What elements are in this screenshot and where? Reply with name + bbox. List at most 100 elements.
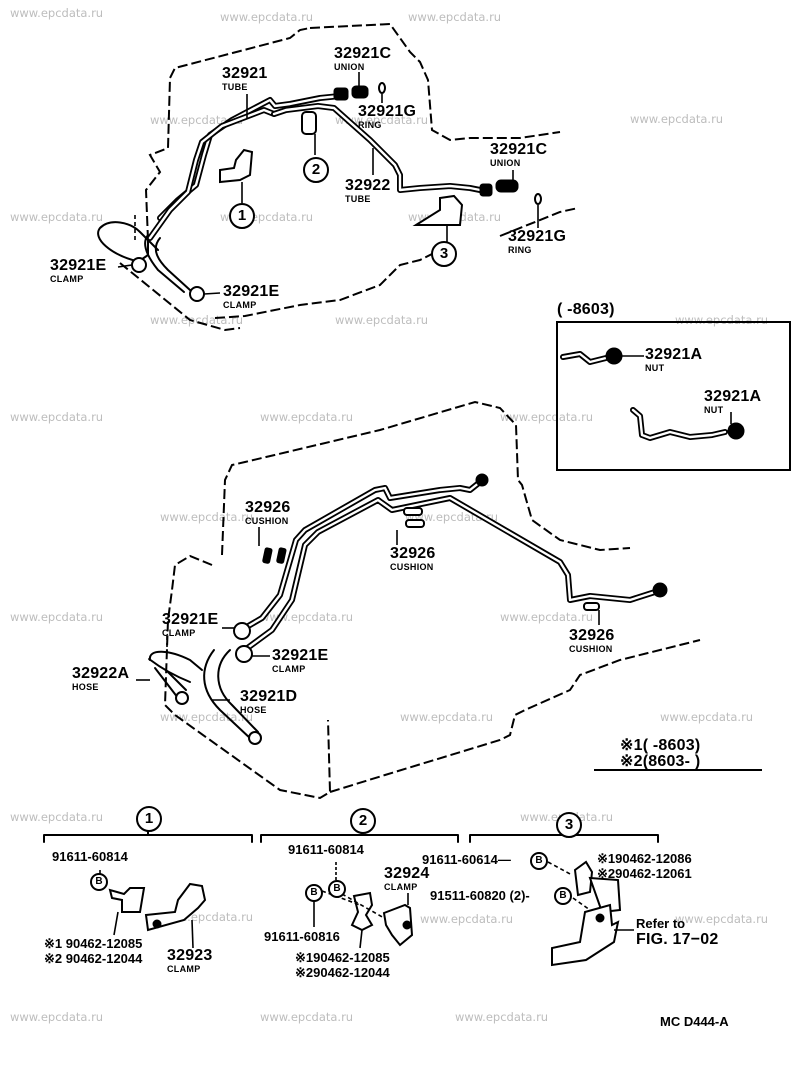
watermark: www.epcdata.ru xyxy=(10,6,104,20)
detail-2-parts xyxy=(313,862,414,949)
detail1-bolt-part: 91611-60814 xyxy=(52,849,128,864)
label-nut-32921a: 32921A NUT xyxy=(645,347,702,373)
label-clamp-32923: 32923 CLAMP xyxy=(167,948,213,974)
detail-callout-1: 1 xyxy=(136,806,162,832)
part-number: 32921G xyxy=(358,103,417,120)
leader-lines-middle xyxy=(136,527,600,701)
label-clamp-32924: 32924 CLAMP xyxy=(384,866,430,892)
label-cushion-32926: 32926 CUSHION xyxy=(569,628,615,654)
watermark: www.epcdata.ru xyxy=(335,113,429,127)
part-name: RING xyxy=(508,245,532,255)
part-number: 32921E xyxy=(50,257,107,274)
label-clamp-32921e: 32921E CLAMP xyxy=(223,284,279,310)
watermark: www.epcdata.ru xyxy=(160,510,254,524)
part-name: RING xyxy=(358,120,382,130)
detail2-note-2: ※290462-12044 xyxy=(295,965,390,980)
part-name: HOSE xyxy=(72,682,99,692)
watermark: www.epcdata.ru xyxy=(500,410,594,424)
inset-range-label: ( -8603) xyxy=(557,301,615,318)
part-number: 32923 xyxy=(167,947,213,964)
tube-32921 xyxy=(147,93,343,241)
detail-callout-3: 3 xyxy=(556,812,582,838)
part-name: CLAMP xyxy=(384,882,418,892)
part-number: 32921E xyxy=(162,611,219,628)
watermark: www.epcdata.ru xyxy=(220,10,314,24)
part-name: CLAMP xyxy=(162,628,196,638)
part-number: 32926 xyxy=(245,499,291,516)
part-name: NUT xyxy=(645,363,665,373)
bolt-icon: B xyxy=(328,880,346,898)
part-number: 32921A xyxy=(645,346,703,363)
part-number: 32921E xyxy=(272,647,329,664)
label-tube-32922: 32922 TUBE xyxy=(345,178,391,204)
part-number: 32921C xyxy=(334,45,392,62)
tubes-middle xyxy=(235,473,668,655)
part-number: 32922 xyxy=(345,177,391,194)
part-name: UNION xyxy=(490,158,521,168)
detail-1-parts xyxy=(99,870,207,949)
part-number: 32924 xyxy=(384,865,430,882)
part-number: 32921E xyxy=(223,283,280,300)
part-name: NUT xyxy=(704,405,724,415)
callout-2[interactable]: 2 xyxy=(303,157,329,183)
legend-row-2: ※2(8603- ) xyxy=(620,754,700,770)
bolt-icon: B xyxy=(554,887,572,905)
label-union-32921c: 32921C UNION xyxy=(490,142,547,168)
refer-to-label: Refer to xyxy=(636,916,686,931)
detail2-note-1: ※190462-12085 xyxy=(295,950,390,965)
part-number: 32921A xyxy=(704,388,762,405)
watermark: www.epcdata.ru xyxy=(260,1010,354,1024)
watermark: www.epcdata.ru xyxy=(10,1010,104,1024)
refer-figure-link[interactable]: FIG. 17−02 xyxy=(636,931,719,948)
legend-row-1: ※1( -8603) xyxy=(620,738,700,754)
legend-range: ( -8603) xyxy=(642,737,701,754)
label-union-32921c: 32921C UNION xyxy=(334,46,391,72)
leader-lines-top xyxy=(117,72,539,295)
watermark: www.epcdata.ru xyxy=(10,210,104,224)
part-number: 32926 xyxy=(569,627,615,644)
bolt-icon: B xyxy=(530,852,548,870)
part-number: 32921G xyxy=(508,228,567,245)
part-name: CUSHION xyxy=(569,644,613,654)
watermark: www.epcdata.ru xyxy=(675,912,769,926)
detail-3-parts xyxy=(547,860,634,967)
figure-code: MC D444-A xyxy=(660,1014,729,1029)
part-number: 32922A xyxy=(72,665,130,682)
detail2-bolt-part-top: 91611-60814 xyxy=(288,842,364,857)
watermark: www.epcdata.ru xyxy=(335,313,429,327)
bolt-icon: B xyxy=(305,884,323,902)
part-name: HOSE xyxy=(240,705,267,715)
part-name: CUSHION xyxy=(390,562,434,572)
detail-callout-2: 2 xyxy=(350,808,376,834)
callout-3[interactable]: 3 xyxy=(431,241,457,267)
part-name: CLAMP xyxy=(167,964,201,974)
watermark: www.epcdata.ru xyxy=(455,1010,549,1024)
part-name: TUBE xyxy=(345,194,371,204)
watermark: www.epcdata.ru xyxy=(150,113,244,127)
part-name: CLAMP xyxy=(50,274,84,284)
watermark: www.epcdata.ru xyxy=(260,410,354,424)
callout-1[interactable]: 1 xyxy=(229,203,255,229)
part-number: 32926 xyxy=(390,545,436,562)
inset-box xyxy=(556,321,791,471)
engine-outline-middle xyxy=(163,400,701,800)
label-tube-32921: 32921 TUBE xyxy=(222,66,268,92)
watermark: www.epcdata.ru xyxy=(500,610,594,624)
label-ring-32921g: 32921G RING xyxy=(508,229,566,255)
part-name: CLAMP xyxy=(223,300,257,310)
watermark: www.epcdata.ru xyxy=(675,313,769,327)
cushions-middle xyxy=(262,507,600,611)
watermark: www.epcdata.ru xyxy=(10,810,104,824)
watermark: www.epcdata.ru xyxy=(408,10,502,24)
hose-loop-top xyxy=(97,221,205,302)
label-hose-32921d: 32921D HOSE xyxy=(240,689,297,715)
watermark: www.epcdata.ru xyxy=(10,410,104,424)
part-name: CLAMP xyxy=(272,664,306,674)
label-nut-32921a: 32921A NUT xyxy=(704,389,761,415)
legend-mark: ※1 xyxy=(620,737,643,754)
legend-range: (8603- ) xyxy=(642,753,701,770)
label-clamp-32921e: 32921E CLAMP xyxy=(50,258,106,284)
watermark: www.epcdata.ru xyxy=(660,710,754,724)
part-number: 32921C xyxy=(490,141,548,158)
watermark: www.epcdata.ru xyxy=(400,710,494,724)
